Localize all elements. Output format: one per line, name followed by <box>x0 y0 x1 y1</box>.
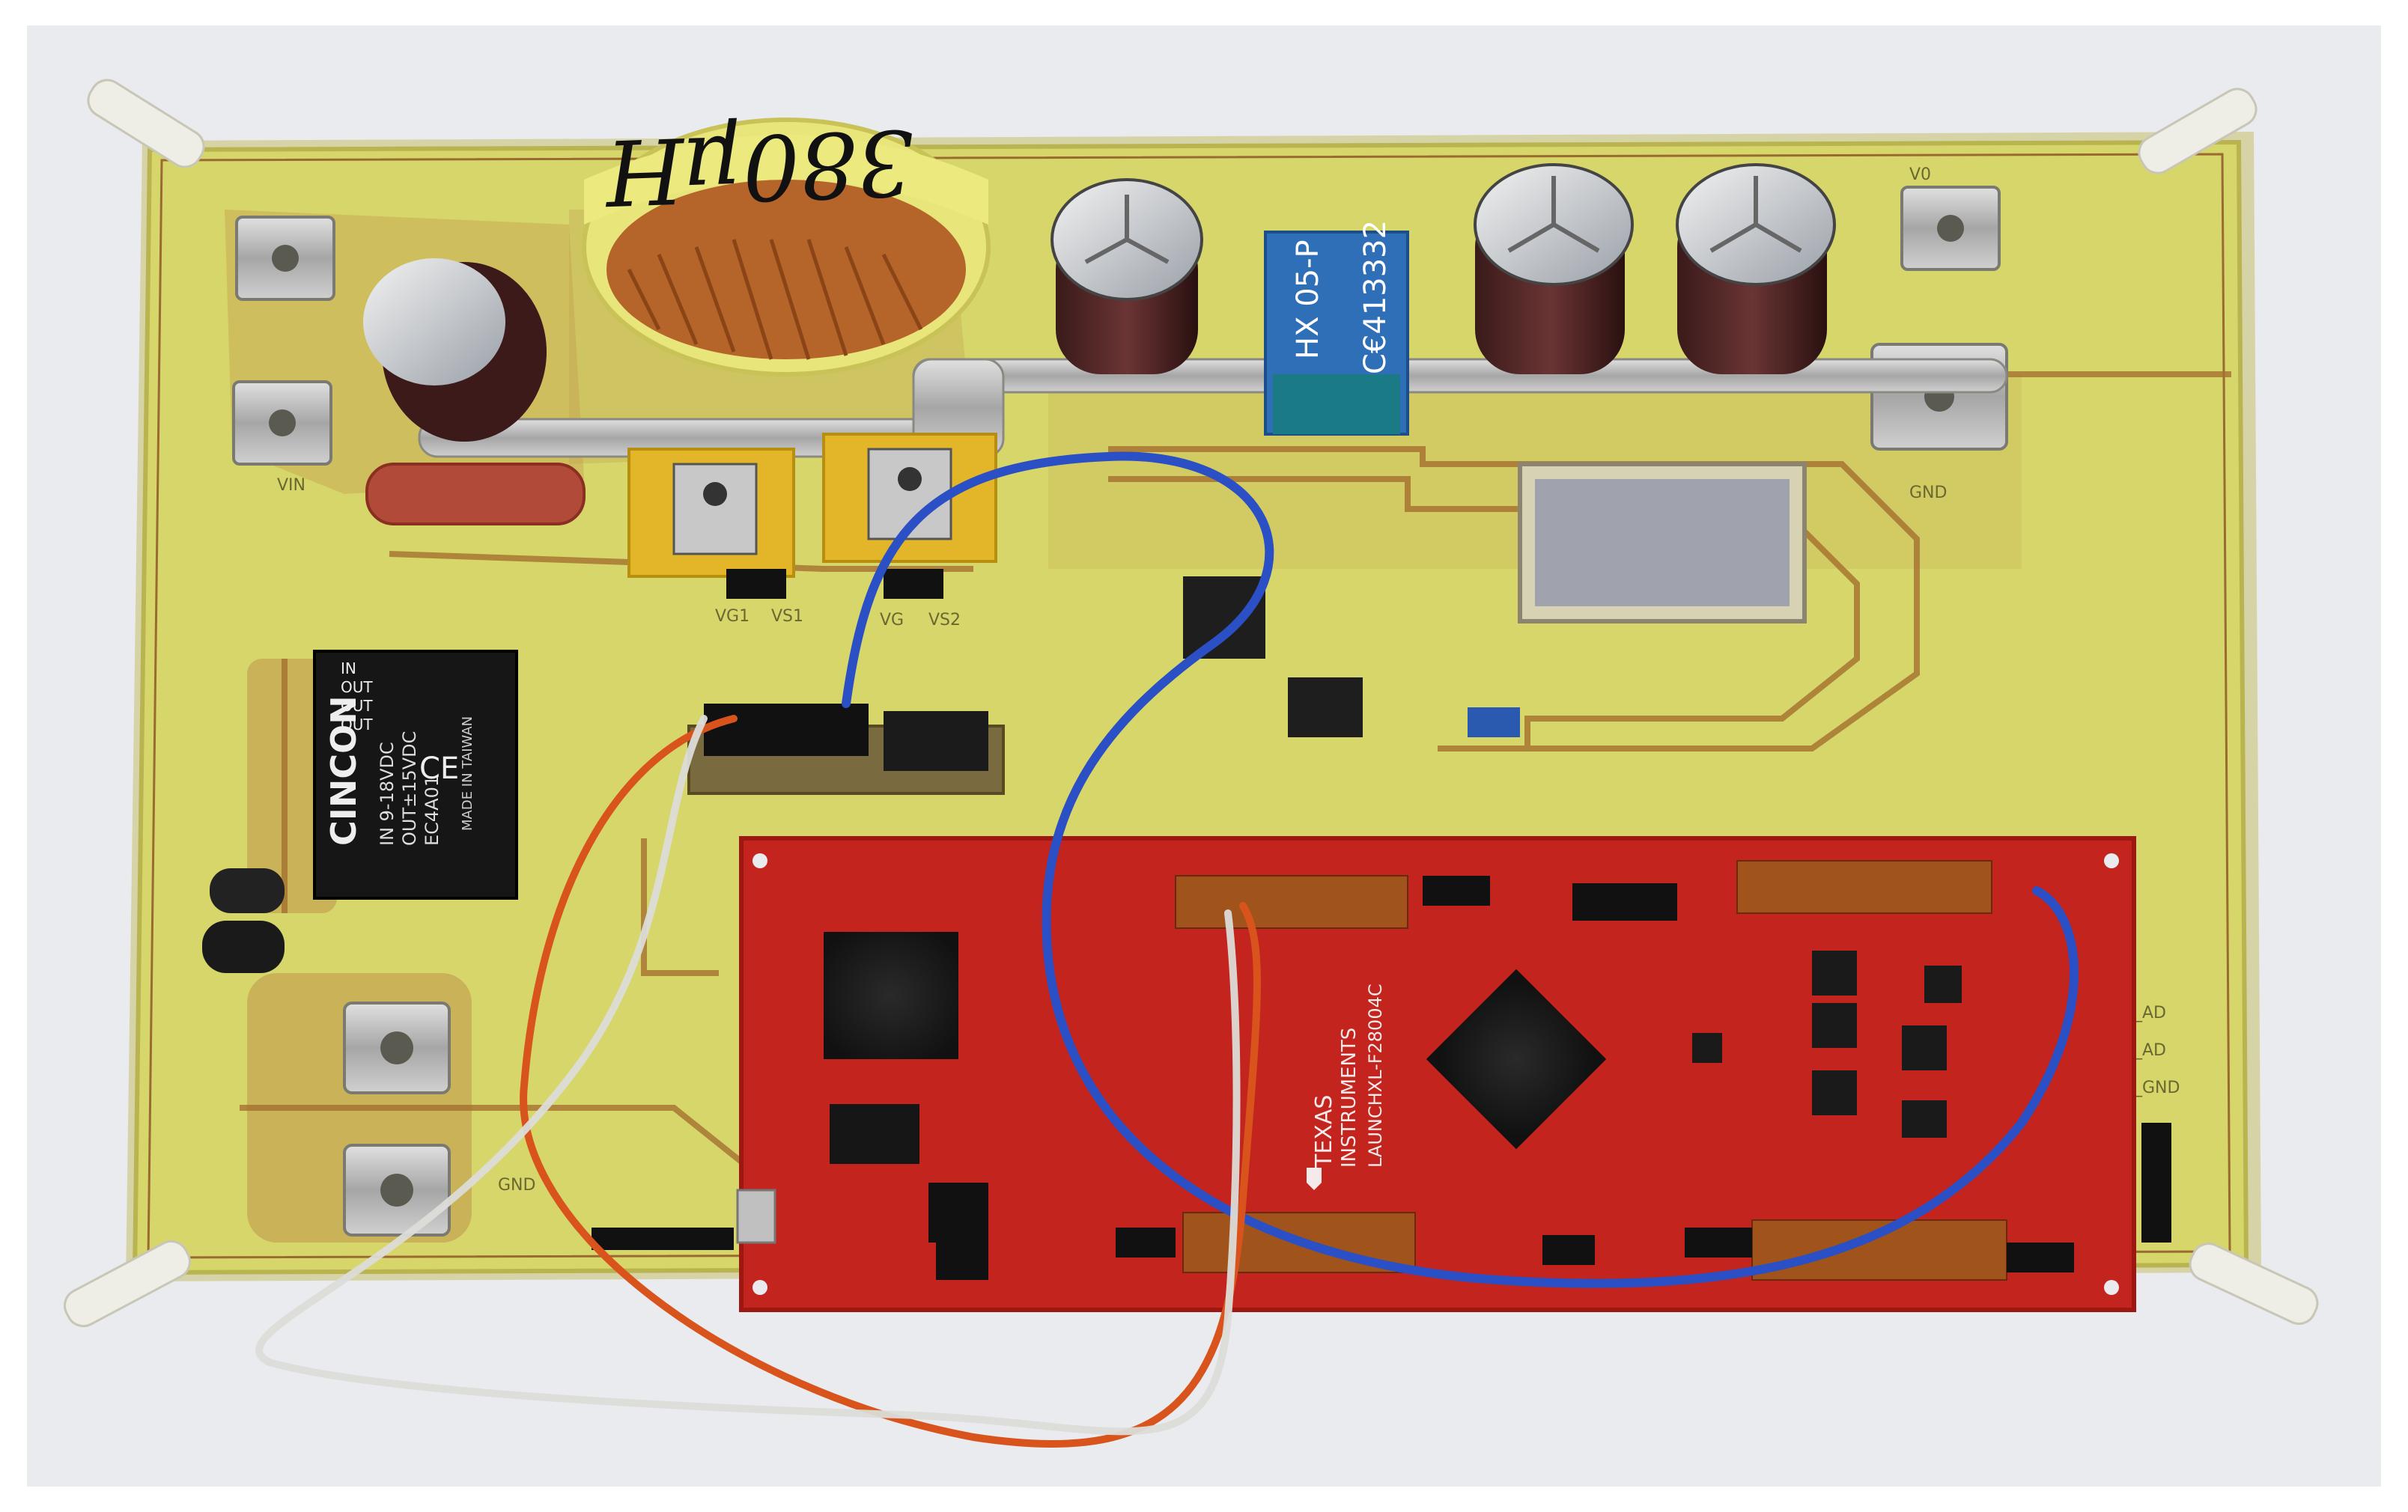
silk-gnd-top: GND <box>1909 484 1947 502</box>
silk-vs1: VS1 <box>771 607 803 626</box>
dcdc-origin: MADE IN TAIWAN <box>460 716 475 831</box>
inductor <box>582 118 991 377</box>
ti-logo-icon <box>1307 1168 1322 1190</box>
inductor-label: 380μH <box>602 109 916 223</box>
silk-rail-3: _GND <box>2133 1079 2180 1097</box>
silk-v0: V0 <box>1909 165 1931 184</box>
dcdc-brand: CINCON <box>323 695 364 846</box>
dcdc-module <box>313 650 518 900</box>
standoffs <box>64 79 2319 1328</box>
launchpad-model: LAUNCHXL-F28004C <box>1365 984 1386 1168</box>
dcdc-pin-2: OUT <box>341 678 373 696</box>
silk-vs2: VS2 <box>928 611 961 630</box>
ic-chips-top <box>1183 576 1520 737</box>
silk-vg1: VG1 <box>715 607 750 626</box>
dcdc-pin-1: IN <box>341 659 356 677</box>
film-capacitor <box>365 463 586 525</box>
capacitor-output-1 <box>1051 178 1203 374</box>
current-sensor-mark: C€413332 <box>1358 220 1393 374</box>
small-capacitors <box>202 868 285 973</box>
launchpad-brand-2: INSTRUMENTS <box>1338 1028 1360 1168</box>
silk-rail-2: _AD <box>2133 1041 2166 1060</box>
silk-vin: VIN <box>277 476 305 495</box>
silk-rail-1: _AD <box>2133 1004 2166 1022</box>
silk-gnd-bottom: GND <box>498 1176 535 1195</box>
dcdc-spec-3: EC4A01 <box>422 775 443 846</box>
heatsink-2 <box>822 433 997 563</box>
dcdc-spec-1: IN 9-18VDC <box>377 742 398 846</box>
ic-chip-left <box>824 932 958 1059</box>
wire-white <box>255 715 1241 1436</box>
dcdc-pin-3: OUT <box>341 697 373 715</box>
capacitor-input <box>363 258 547 442</box>
dcdc-pin-4: OUT <box>341 716 373 734</box>
current-sensor-model: HX 05-P <box>1291 240 1325 359</box>
ce-mark-icon: CE <box>419 752 459 786</box>
launchpad-board <box>736 836 2136 1312</box>
dcdc-spec-2: OUT±15VDC <box>399 731 420 846</box>
heatsink-1 <box>627 448 795 578</box>
gate-driver-board <box>687 704 1005 795</box>
capacitor-output-2 <box>1474 163 1634 374</box>
metal-module <box>1518 462 1807 624</box>
wire-blue <box>842 451 2079 1288</box>
capacitor-output-3 <box>1676 163 1836 374</box>
silk-vg2: VG <box>880 611 904 630</box>
current-sensor <box>1264 231 1409 436</box>
launchpad-brand-1: TEXAS <box>1311 1095 1337 1168</box>
